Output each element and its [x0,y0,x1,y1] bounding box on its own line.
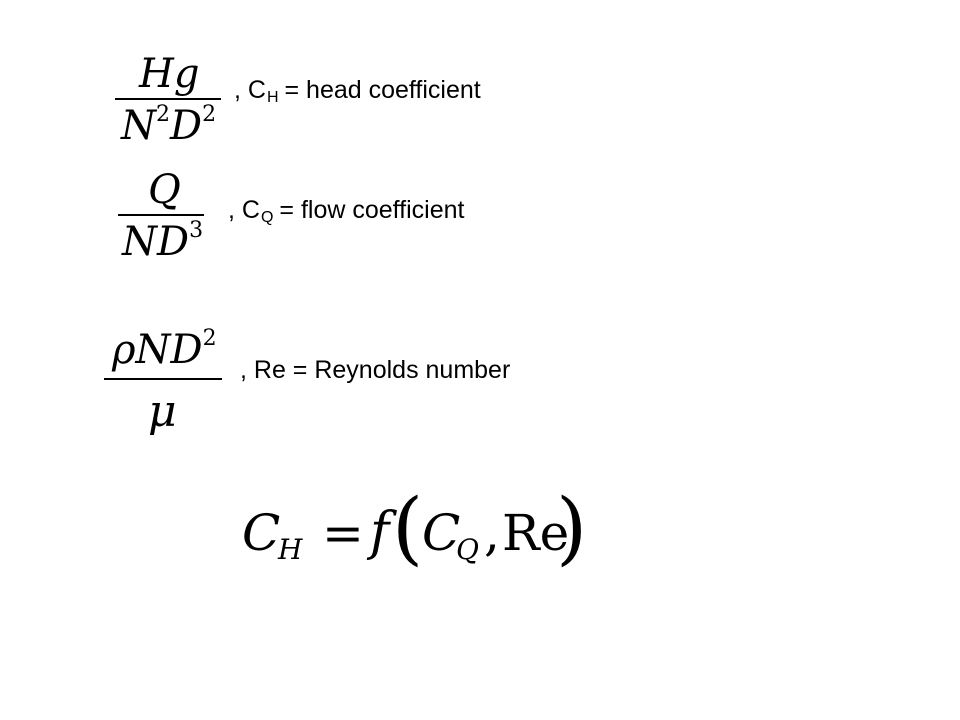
denominator-mu: μ [148,386,177,437]
lhs-sub-h: H [278,533,303,566]
arg-re: Re [502,504,570,562]
numerator-rhond2: ρND2 [112,326,217,373]
reynolds-number-fraction: ρND2 μ [104,318,222,438]
reynolds-number-label: , Re = Reynolds number [240,356,511,384]
head-coefficient-fraction: Hg N2D2 [115,48,221,149]
close-paren: ) [556,481,588,574]
head-coefficient-label: , CH= head coefficient [234,76,481,106]
denominator-nd3: ND3 [122,218,204,265]
numerator-q: Q [148,167,181,213]
numerator-hg: Hg [139,51,200,97]
arg-c: C [422,504,461,562]
open-paren: ( [392,481,424,574]
lhs-c: C [242,504,281,562]
fraction-bar [115,98,221,100]
function-f: f [370,502,390,562]
denominator-n2d2: N2D2 [121,102,217,149]
equals-sign: = [322,504,364,562]
fraction-bar [118,214,204,216]
functional-relation: C H = f ( C Q , Re ) [240,488,600,582]
comma: , [484,504,500,562]
flow-coefficient-label: , CQ= flow coefficient [228,196,465,226]
arg-sub-q: Q [456,533,479,566]
fraction-bar [104,378,222,380]
flow-coefficient-fraction: Q ND3 [118,168,204,264]
